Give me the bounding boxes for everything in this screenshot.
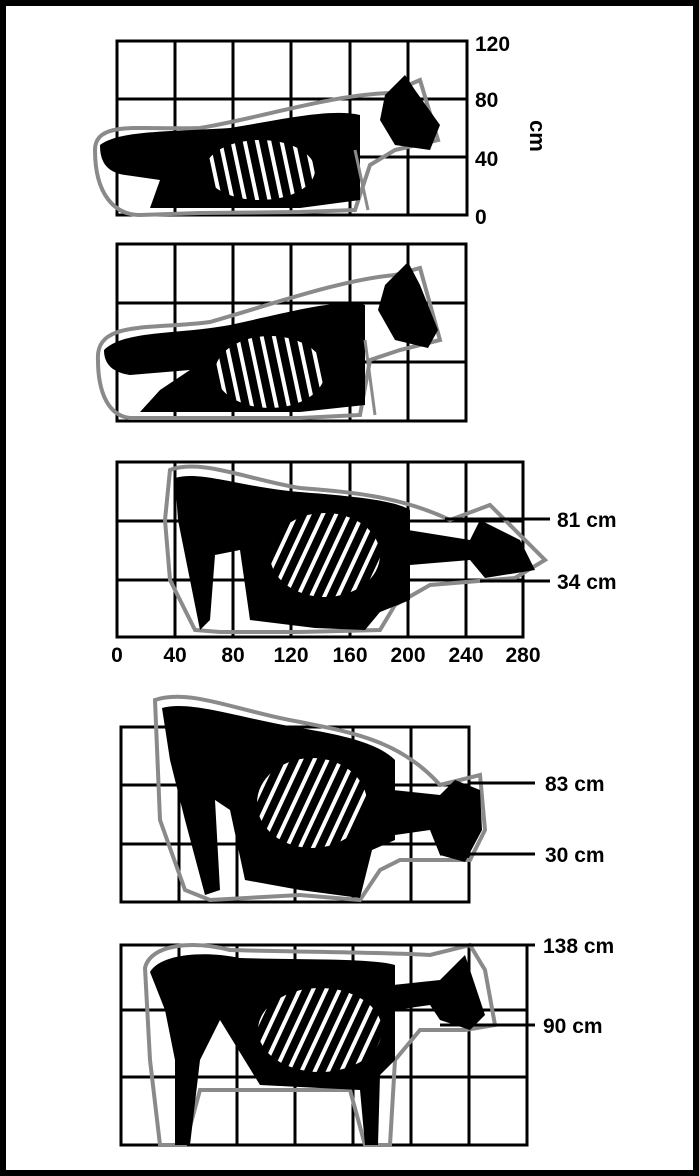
height-label: 90 cm — [543, 1015, 603, 1038]
cow-figure — [95, 75, 440, 215]
y-tick: 80 — [475, 89, 498, 112]
cow-figure — [165, 466, 545, 632]
cow-figure — [145, 945, 495, 1145]
y-tick: 120 — [475, 33, 510, 56]
panel-2 — [98, 244, 466, 421]
height-label: 34 cm — [557, 571, 617, 594]
x-tick: 200 — [390, 644, 425, 667]
height-label: 83 cm — [545, 773, 605, 796]
x-axis-labels: 0 40 80 120 160 200 240 280 — [111, 644, 540, 667]
height-label: 30 cm — [545, 844, 605, 867]
y-tick: 0 — [475, 206, 487, 229]
panel-3: 81 cm 34 cm 0 40 80 120 160 200 240 280 — [111, 462, 616, 667]
cow-figure — [98, 262, 440, 418]
height-label: 138 cm — [543, 935, 614, 958]
x-tick: 80 — [221, 644, 244, 667]
x-tick: 160 — [332, 644, 367, 667]
y-axis-labels: 120 80 40 0 cm — [475, 33, 550, 229]
panel-1: 120 80 40 0 cm — [95, 33, 550, 229]
y-unit-label: cm — [525, 120, 550, 152]
height-label: 81 cm — [557, 509, 617, 532]
x-tick: 280 — [505, 644, 540, 667]
x-tick: 40 — [163, 644, 186, 667]
x-tick: 120 — [273, 644, 308, 667]
panel-5: 138 cm 90 cm — [121, 935, 614, 1145]
y-tick: 40 — [475, 148, 498, 171]
x-tick: 240 — [448, 644, 483, 667]
panel-4: 83 cm 30 cm — [121, 697, 605, 902]
x-tick: 0 — [111, 644, 123, 667]
